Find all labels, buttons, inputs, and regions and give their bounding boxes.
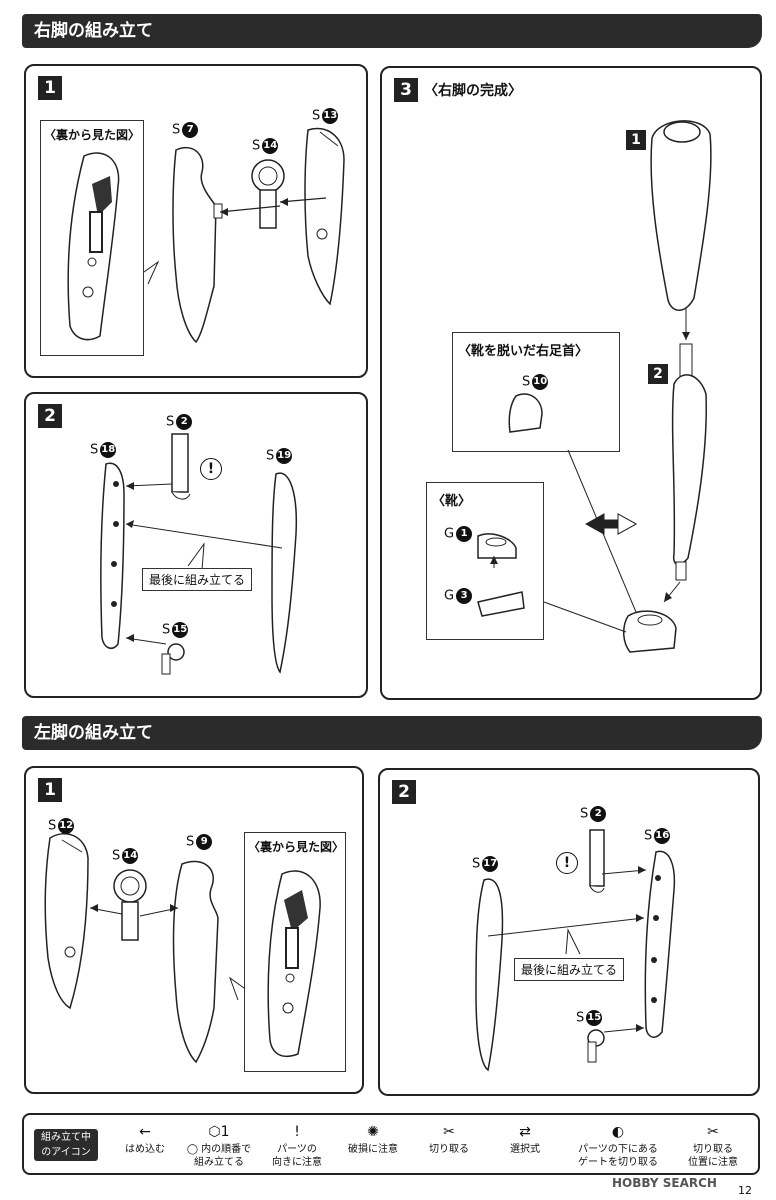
icon-legend: 組み立て中のアイコン ← はめ込む ⬡1 ◯ 内の順番で組み立てる ! パーツの…	[22, 1113, 760, 1175]
crack-icon: ✺	[367, 1123, 379, 1140]
step-number: 1	[38, 76, 62, 100]
exclamation-icon: !	[294, 1123, 300, 1140]
legend-cut-position: ✂ 切り取る位置に注意	[676, 1121, 750, 1169]
double-arrow-icon: ⇄	[519, 1123, 531, 1140]
scissors-icon: ✂	[707, 1123, 719, 1140]
legend-orientation: ! パーツの向きに注意	[260, 1121, 334, 1169]
assemble-last-note: 最後に組み立てる	[142, 568, 253, 591]
legend-title: 組み立て中のアイコン	[34, 1129, 98, 1161]
orientation-warning-icon: !	[200, 458, 222, 480]
step-number: 3	[394, 78, 418, 102]
sub-step-tag-1: 1	[626, 130, 646, 150]
barefoot-title: 〈靴を脱いだ右足首〉	[458, 344, 589, 359]
legend-assembly-order: ⬡1 ◯ 内の順番で組み立てる	[182, 1121, 256, 1169]
legend-snap-in: ← はめ込む	[108, 1121, 182, 1156]
section-header-left-leg: 左脚の組み立て	[22, 716, 762, 750]
watermark: HOBBY SEARCH	[612, 1176, 717, 1190]
back-view-title: 〈裏から見た図〉	[44, 128, 141, 142]
back-view-title: 〈裏から見た図〉	[248, 840, 345, 854]
legend-selectable: ⇄ 選択式	[488, 1121, 562, 1156]
legend-gate-under: ◐ パーツの下にあるゲートを切り取る	[576, 1121, 660, 1169]
orientation-warning-icon: !	[556, 852, 578, 874]
left-step2-illustration	[475, 829, 676, 1072]
step3-title: 〈右脚の完成〉	[424, 83, 522, 99]
right-step2-illustration	[100, 433, 298, 675]
left-step1-illustration	[44, 833, 321, 1064]
sub-step-tag-2: 2	[648, 364, 668, 384]
hexagon-number-icon: ⬡1	[208, 1123, 230, 1140]
scissors-icon: ✂	[443, 1123, 455, 1140]
legend-cut: ✂ 切り取る	[412, 1121, 486, 1156]
shoe-title: 〈靴〉	[432, 494, 472, 509]
section-header-right-leg: 右脚の組み立て	[22, 14, 762, 48]
barefoot-box	[452, 332, 620, 452]
step-number: 2	[392, 780, 416, 804]
legend-damage: ✺ 破損に注意	[336, 1121, 410, 1156]
assemble-last-note: 最後に組み立てる	[514, 958, 625, 981]
arrow-left-icon: ←	[139, 1123, 151, 1140]
step-number: 1	[38, 778, 62, 802]
right-step3-illustration	[477, 120, 712, 653]
gate-icon: ◐	[611, 1123, 625, 1140]
page-number: 12	[738, 1184, 752, 1197]
right-step1-illustration	[67, 127, 345, 344]
step-number: 2	[38, 404, 62, 428]
